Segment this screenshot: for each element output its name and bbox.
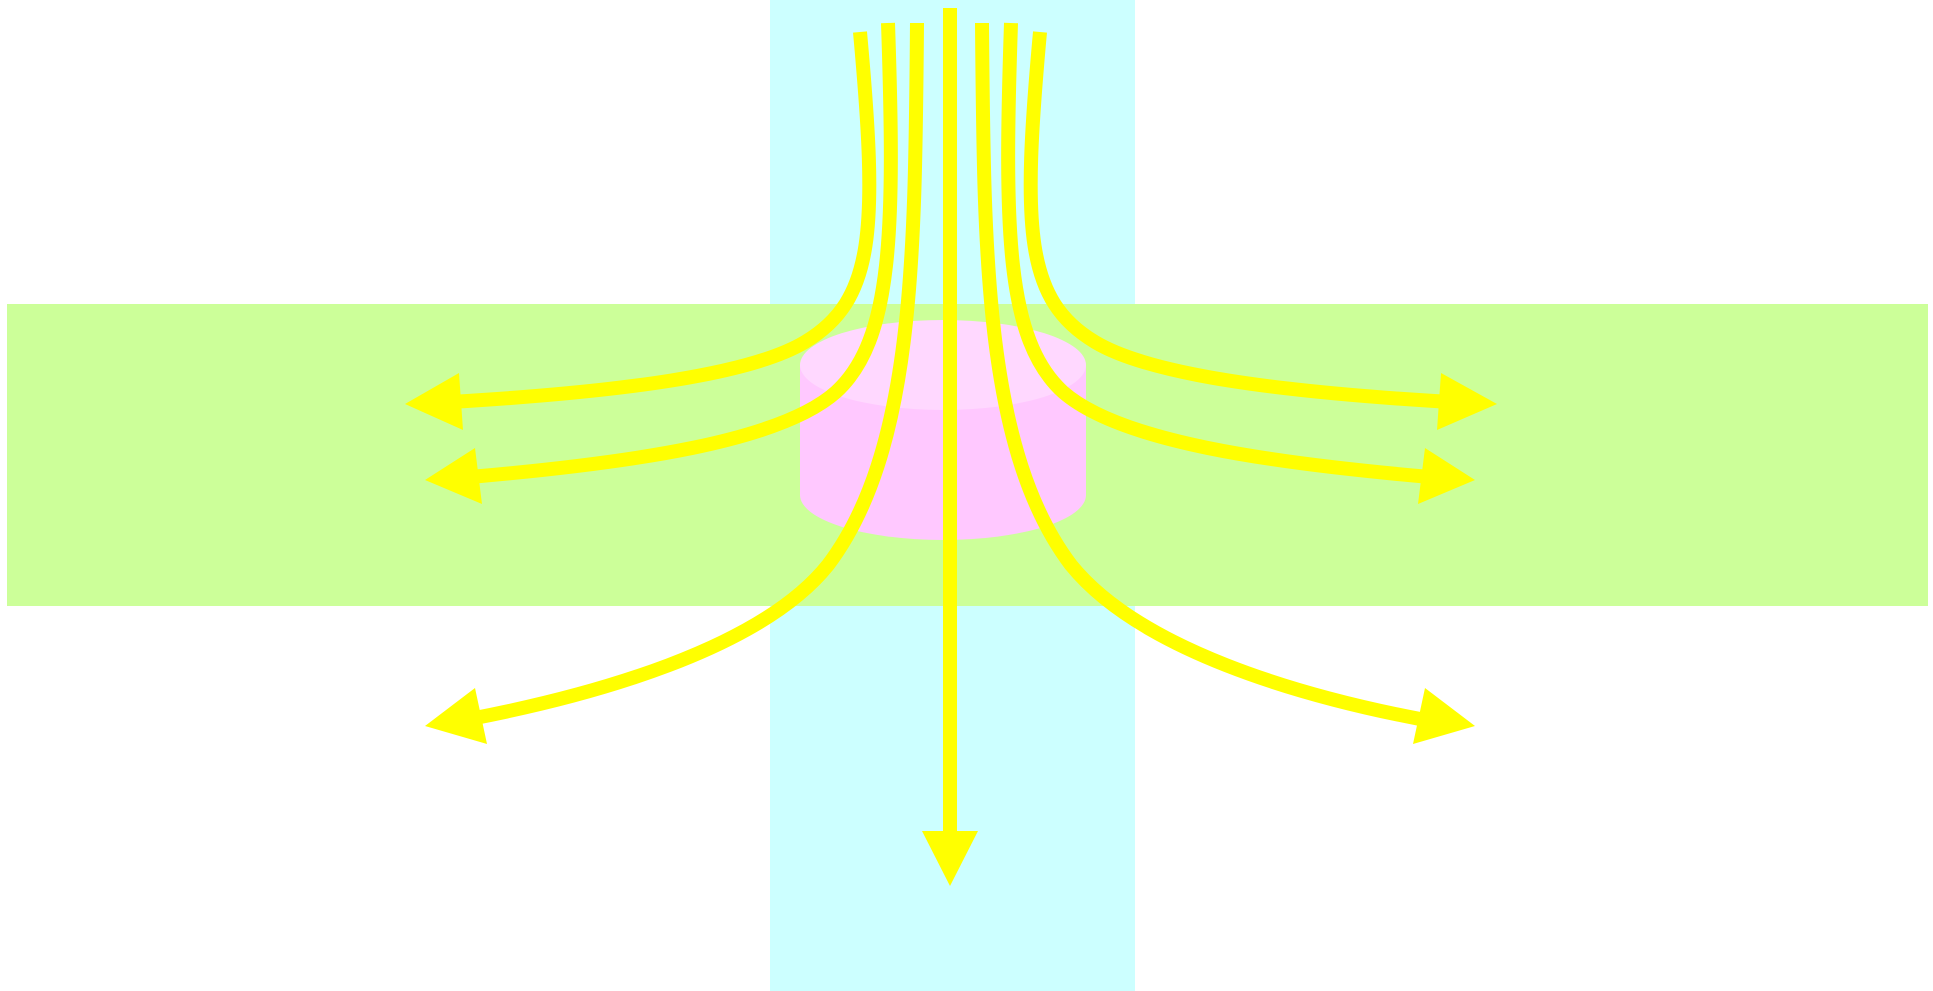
arrowhead-down-right: [1413, 688, 1475, 744]
arrowhead-down-left: [425, 688, 487, 744]
